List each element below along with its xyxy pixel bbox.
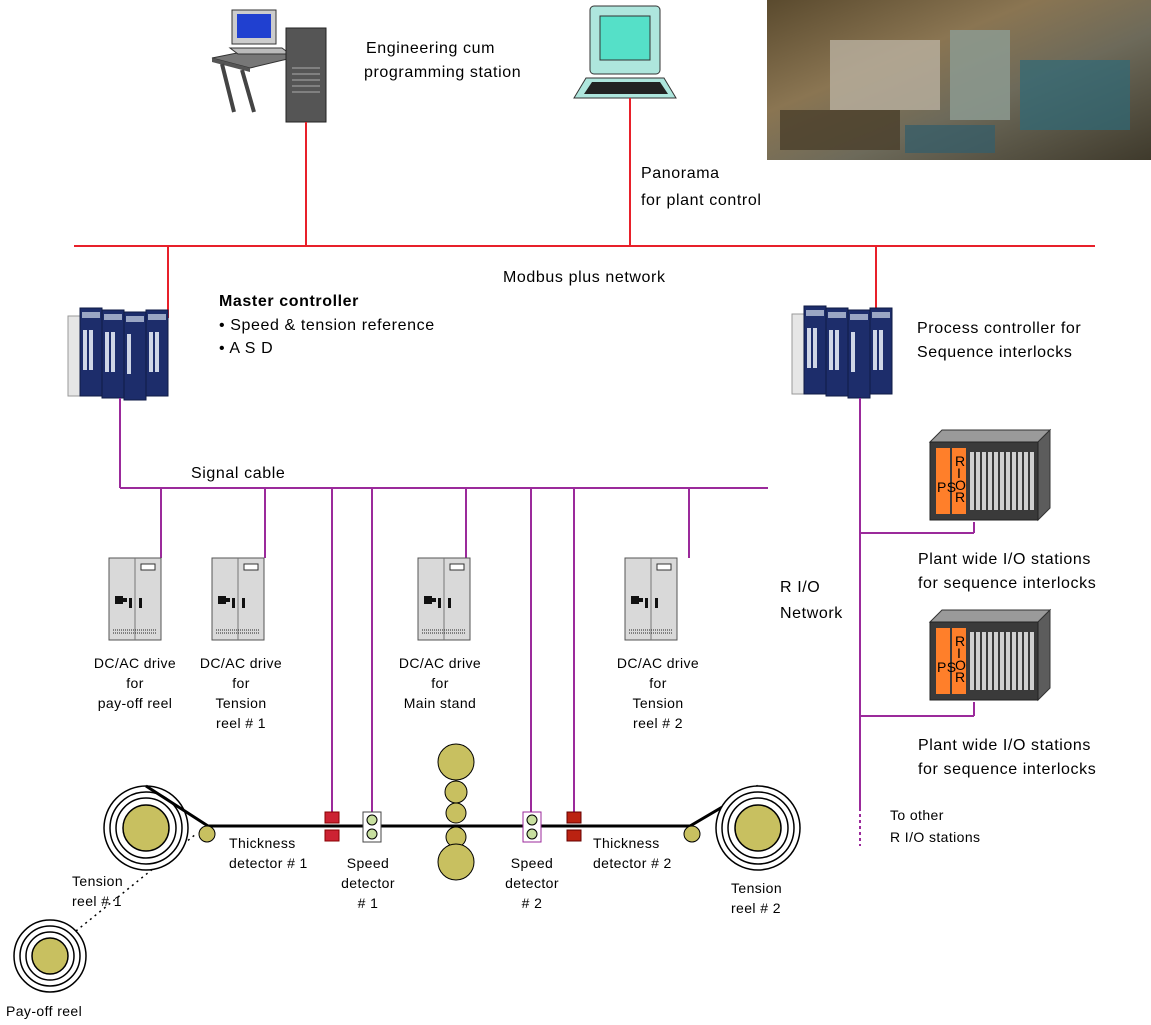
drive-mainstand-label-3: Main stand [404, 695, 476, 711]
engineering-station-icon [211, 9, 327, 123]
io-station-1-label-1: Plant wide I/O stations [918, 551, 1091, 568]
io-station-1-rio-i: I [957, 465, 961, 481]
io-station-2-icon: PS R I O R [929, 609, 1051, 701]
payoff-strip-path [75, 833, 197, 932]
to-other-label-1: To other [890, 807, 944, 823]
panorama-label-1: Panorama [641, 165, 720, 182]
tension-reel-1-label-1: Tension [72, 873, 123, 889]
tension-reel-1-label-2: reel # 1 [72, 893, 122, 909]
io-station-2-rio-r: R [955, 633, 966, 649]
drive-tension2-label-1: DC/AC drive [617, 655, 699, 671]
modbus-network [74, 98, 1095, 318]
speed-detector-1-label-3: # 1 [358, 895, 379, 911]
rio-network-label-2: Network [780, 605, 843, 622]
drive-tension1-icon [211, 557, 265, 641]
idler-roll-2 [683, 825, 701, 843]
thickness-detector-2-icon [566, 811, 582, 842]
panorama-station-icon [573, 5, 677, 99]
engineering-station-label-2: programming station [364, 64, 521, 81]
payoff-reel-icon [13, 919, 87, 993]
io-station-1-rio-r: R [955, 453, 966, 469]
tension-reel-2-label-2: reel # 2 [731, 900, 781, 916]
drive-tension1-label-3: Tension [215, 695, 266, 711]
thickness-detector-1-label-1: Thickness [229, 835, 296, 851]
io-station-2-ps: PS [937, 659, 956, 675]
thickness-detector-2-label-2: detector # 2 [593, 855, 672, 871]
tension-reel-2-icon [715, 785, 801, 871]
speed-detector-1-label-2: detector [341, 875, 395, 891]
process-controller-icon [791, 305, 893, 399]
drive-tension1-label-1: DC/AC drive [200, 655, 282, 671]
idler-roll-1 [198, 825, 216, 843]
io-station-1-rio-o: O [955, 477, 966, 493]
io-station-2-rio-i: I [957, 645, 961, 661]
drive-tension1-label-2: for [232, 675, 250, 691]
master-controller-title: Master controller [219, 293, 359, 310]
payoff-reel-label: Pay-off reel [6, 1003, 82, 1019]
io-station-2-rio-o: O [955, 657, 966, 673]
signal-cable [119, 398, 768, 812]
io-station-2-rio-r2: R [955, 669, 966, 685]
drive-payoff-label-2: for [126, 675, 144, 691]
master-controller-item-1: • Speed & tension reference [219, 317, 435, 334]
speed-detector-2-label-2: detector [505, 875, 559, 891]
drive-tension1-label-4: reel # 1 [216, 715, 266, 731]
panorama-label-2: for plant control [641, 192, 761, 209]
speed-detector-1-icon [362, 811, 382, 843]
speed-detector-2-icon [522, 811, 542, 843]
rio-network [859, 398, 975, 846]
tension-reel-1-icon [103, 785, 189, 871]
io-station-2-label-2: for sequence interlocks [918, 761, 1096, 778]
main-stand-rolls-icon [437, 743, 475, 881]
master-controller-item-2: • A S D [219, 340, 273, 357]
speed-detector-2-label-1: Speed [511, 855, 553, 871]
plant-photo [767, 0, 1151, 160]
thickness-detector-1-label-2: detector # 1 [229, 855, 308, 871]
process-controller-label-2: Sequence interlocks [917, 344, 1073, 361]
io-station-1-rio-r2: R [955, 489, 966, 505]
rio-network-label-1: R I/O [780, 579, 820, 596]
engineering-station-label-1: Engineering cum [366, 40, 495, 57]
drive-tension2-label-4: reel # 2 [633, 715, 683, 731]
process-controller-label-1: Process controller for [917, 320, 1081, 337]
signal-cable-label: Signal cable [191, 465, 285, 482]
drive-mainstand-label-2: for [431, 675, 449, 691]
tension-reel-2-label-1: Tension [731, 880, 782, 896]
drive-tension2-icon [624, 557, 678, 641]
thickness-detector-2-label-1: Thickness [593, 835, 660, 851]
speed-detector-1-label-1: Speed [347, 855, 389, 871]
drive-tension2-label-3: Tension [632, 695, 683, 711]
drive-mainstand-label-1: DC/AC drive [399, 655, 481, 671]
drive-payoff-icon [108, 557, 162, 641]
io-station-1-label-2: for sequence interlocks [918, 575, 1096, 592]
modbus-network-label: Modbus plus network [503, 269, 666, 286]
io-station-2-label-1: Plant wide I/O stations [918, 737, 1091, 754]
drive-payoff-label-3: pay-off reel [98, 695, 173, 711]
drive-tension2-label-2: for [649, 675, 667, 691]
speed-detector-2-label-3: # 2 [522, 895, 543, 911]
io-station-1-ps: PS [937, 479, 956, 495]
drive-mainstand-icon [417, 557, 471, 641]
thickness-detector-1-icon [324, 811, 340, 842]
drive-payoff-label-1: DC/AC drive [94, 655, 176, 671]
io-station-1-icon: PS R I O R [929, 429, 1051, 521]
master-controller-icon [67, 307, 169, 401]
to-other-label-2: R I/O stations [890, 829, 980, 845]
